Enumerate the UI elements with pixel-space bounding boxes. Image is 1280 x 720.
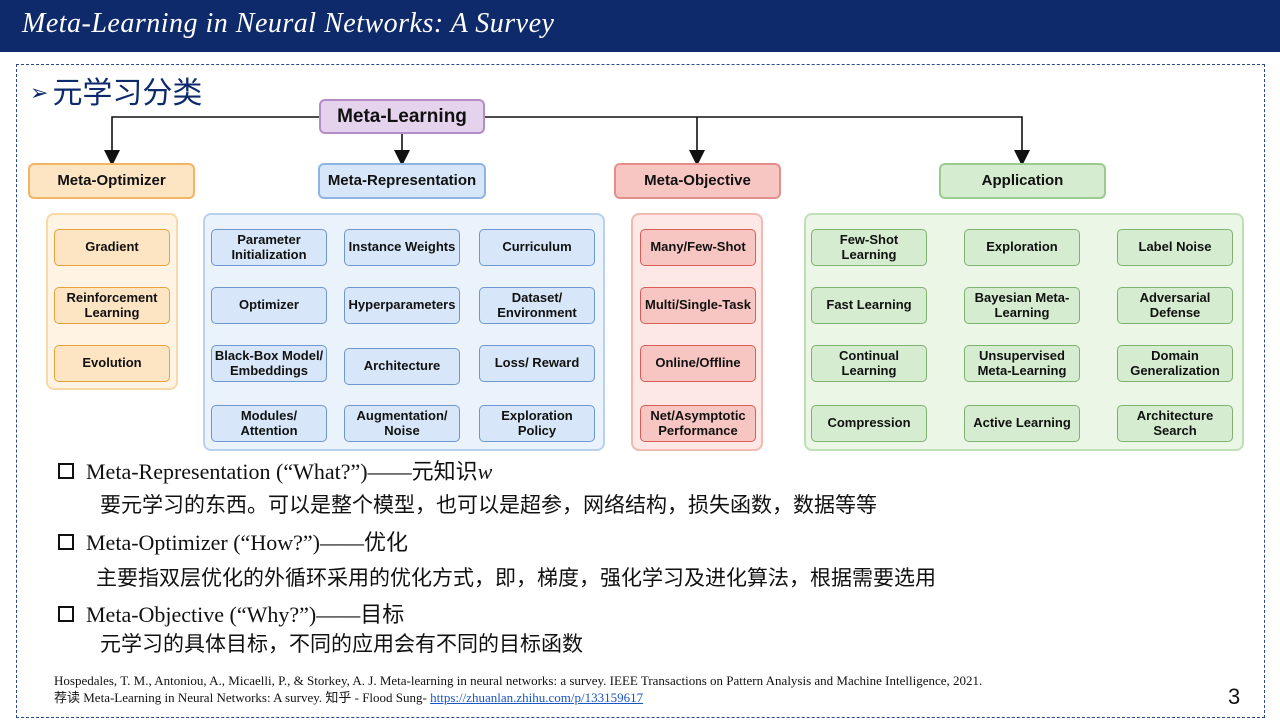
bullet-title: Meta-Optimizer (“How?”)——优化	[86, 530, 408, 555]
bullet-description: 主要指双层优化的外循环采用的优化方式，即，梯度，强化学习及进化算法，根据需要选用	[96, 566, 936, 590]
item-black-box-model: Black-Box Model/ Embeddings	[211, 345, 327, 382]
application-header: Application	[939, 163, 1106, 199]
item-adversarial-defense: Adversarial Defense	[1117, 287, 1233, 324]
item-gradient: Gradient	[54, 229, 170, 266]
zhihu-link[interactable]: https://zhuanlan.zhihu.com/p/133159617	[430, 690, 644, 705]
item-architecture-search: Architecture Search	[1117, 405, 1233, 442]
item-optimizer: Optimizer	[211, 287, 327, 324]
item-fast-learning: Fast Learning	[811, 287, 927, 324]
meta-learning-root: Meta-Learning	[319, 99, 485, 134]
bullet-meta-representation: Meta-Representation (“What?”)——元知识w	[58, 454, 492, 486]
item-exploration-policy: Exploration Policy	[479, 405, 595, 442]
bullet-title-suffix: w	[477, 459, 493, 484]
reference-recommendation: 荐读 Meta-Learning in Neural Networks: A s…	[54, 689, 982, 706]
item-evolution: Evolution	[54, 345, 170, 382]
arrow-main-right	[484, 116, 1023, 158]
item-net-asymptotic-performance: Net/Asymptotic Performance	[640, 405, 756, 442]
item-bayesian-meta-learning: Bayesian Meta-Learning	[964, 287, 1080, 324]
slide-title: Meta-Learning in Neural Networks: A Surv…	[22, 8, 555, 39]
arrow-to-meta-optimizer	[104, 116, 320, 166]
item-parameter-initialization: Parameter Initialization	[211, 229, 327, 266]
taxonomy-diagram: Meta-Learning Meta-Optimizer Meta-Repres…	[28, 99, 1244, 451]
item-online-offline: Online/Offline	[640, 345, 756, 382]
content-frame	[16, 64, 1265, 718]
bullet-description: 要元学习的东西。可以是整个模型，也可以是超参，网络结构，损失函数，数据等等	[100, 493, 877, 517]
item-modules-attention: Modules/ Attention	[211, 405, 327, 442]
item-multi-single-task: Multi/Single-Task	[640, 287, 756, 324]
section-heading: ➢元学习分类	[30, 68, 202, 112]
bullet-meta-optimizer: Meta-Optimizer (“How?”)——优化	[58, 525, 408, 557]
item-curriculum: Curriculum	[479, 229, 595, 266]
meta-optimizer-header: Meta-Optimizer	[28, 163, 195, 199]
reference-citation: Hospedales, T. M., Antoniou, A., Micaell…	[54, 673, 983, 688]
item-loss-reward: Loss/ Reward	[479, 345, 595, 382]
item-architecture: Architecture	[344, 348, 460, 385]
square-bullet-icon	[58, 606, 74, 622]
bullet-title: Meta-Objective (“Why?”)——目标	[86, 602, 405, 627]
item-hyperparameters: Hyperparameters	[344, 287, 460, 324]
meta-representation-header: Meta-Representation	[318, 163, 486, 199]
item-exploration: Exploration	[964, 229, 1080, 266]
item-active-learning: Active Learning	[964, 405, 1080, 442]
connector-lines	[104, 116, 1030, 166]
item-many-few-shot: Many/Few-Shot	[640, 229, 756, 266]
references: Hospedales, T. M., Antoniou, A., Micaell…	[54, 672, 982, 706]
item-continual-learning: Continual Learning	[811, 345, 927, 382]
item-domain-generalization: Domain Generalization	[1117, 345, 1233, 382]
item-augmentation-noise: Augmentation/ Noise	[344, 405, 460, 442]
item-label-noise: Label Noise	[1117, 229, 1233, 266]
reference-recommendation-text: 荐读 Meta-Learning in Neural Networks: A s…	[54, 690, 431, 705]
item-dataset-environment: Dataset/ Environment	[479, 287, 595, 324]
item-few-shot-learning: Few-Shot Learning	[811, 229, 927, 266]
square-bullet-icon	[58, 463, 74, 479]
item-compression: Compression	[811, 405, 927, 442]
item-reinforcement-learning: Reinforcement Learning	[54, 287, 170, 324]
bullet-description: 元学习的具体目标，不同的应用会有不同的目标函数	[100, 632, 583, 656]
page-number: 3	[1228, 684, 1241, 709]
meta-objective-header: Meta-Objective	[614, 163, 781, 199]
section-heading-text: 元学习分类	[52, 76, 203, 111]
title-bar: Meta-Learning in Neural Networks: A Surv…	[0, 0, 1280, 52]
bullet-title: Meta-Representation (“What?”)——元知识	[86, 459, 478, 484]
square-bullet-icon	[58, 534, 74, 550]
item-instance-weights: Instance Weights	[344, 229, 460, 266]
item-unsupervised-meta-learning: Unsupervised Meta-Learning	[964, 345, 1080, 382]
arrow-bullet-icon: ➢	[30, 81, 49, 106]
bullet-meta-objective: Meta-Objective (“Why?”)——目标	[58, 597, 404, 629]
